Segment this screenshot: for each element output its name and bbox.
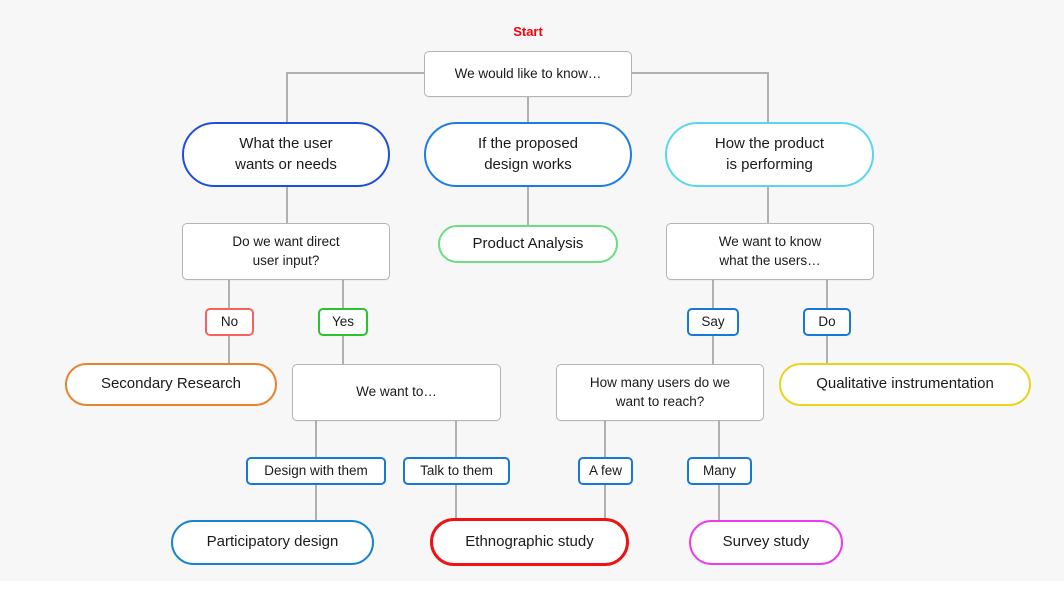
connector — [718, 485, 720, 520]
connector — [826, 336, 828, 363]
node-secondary-research: Secondary Research — [65, 363, 277, 406]
connector — [604, 485, 606, 518]
node-users-what: We want to know what the users… — [666, 223, 874, 280]
connector — [315, 421, 317, 457]
node-many: Many — [687, 457, 752, 485]
node-participatory-design: Participatory design — [171, 520, 374, 565]
connector — [632, 72, 769, 74]
node-product-analysis: Product Analysis — [438, 225, 618, 263]
node-direct-input: Do we want direct user input? — [182, 223, 390, 280]
connector — [342, 280, 344, 308]
connector — [604, 421, 606, 457]
connector — [712, 280, 714, 308]
start-label: Start — [513, 24, 543, 39]
connector — [228, 336, 230, 363]
connector — [718, 421, 720, 457]
connector — [286, 72, 288, 122]
connector — [455, 421, 457, 457]
node-root: We would like to know… — [424, 51, 632, 97]
node-do: Do — [803, 308, 851, 336]
node-talk-to-them: Talk to them — [403, 457, 510, 485]
connector — [712, 336, 714, 364]
connector — [527, 97, 529, 123]
node-we-want-to: We want to… — [292, 364, 501, 421]
connector — [527, 187, 529, 225]
node-user-needs: What the user wants or needs — [182, 122, 390, 187]
bottom-strip — [0, 581, 1064, 598]
node-say: Say — [687, 308, 739, 336]
connector — [455, 485, 457, 518]
connector — [767, 72, 769, 122]
connector — [826, 280, 828, 308]
connector — [315, 485, 317, 520]
node-survey-study: Survey study — [689, 520, 843, 565]
node-a-few: A few — [578, 457, 633, 485]
node-yes: Yes — [318, 308, 368, 336]
node-how-many: How many users do we want to reach? — [556, 364, 764, 421]
connector — [287, 72, 424, 74]
node-qualitative: Qualitative instrumentation — [779, 363, 1031, 406]
node-product-performing: How the product is performing — [665, 122, 874, 187]
connector — [767, 187, 769, 223]
connector — [228, 280, 230, 308]
connector — [286, 187, 288, 223]
node-no: No — [205, 308, 254, 336]
node-design-with-them: Design with them — [246, 457, 386, 485]
node-ethnographic-study: Ethnographic study — [430, 518, 629, 566]
connector — [342, 336, 344, 364]
node-design-works: If the proposed design works — [424, 122, 632, 187]
